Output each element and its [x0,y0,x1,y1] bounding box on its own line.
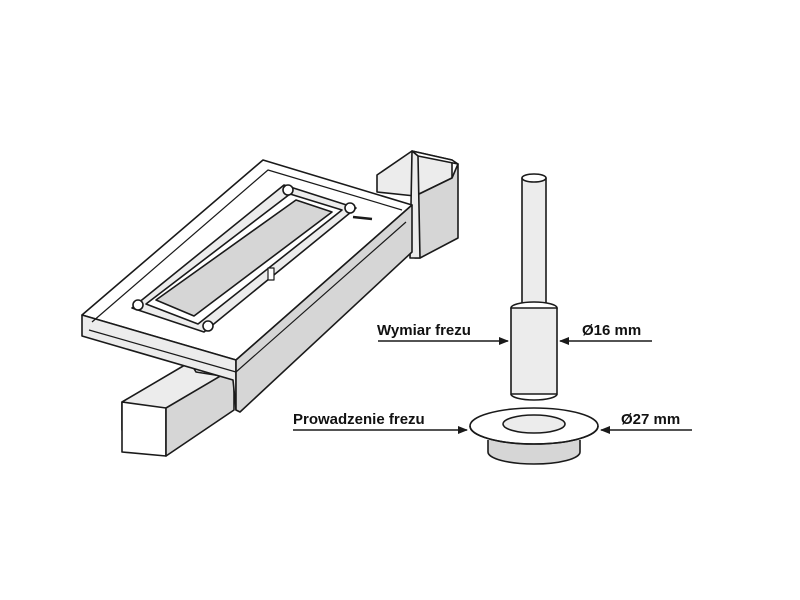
guide-diameter-label: Ø27 mm [621,411,680,428]
cutter-diameter-label: Ø16 mm [582,322,641,339]
template-opening [131,184,373,333]
cutter-guide-label: Prowadzenie frezu [293,411,425,428]
cutter-size-label: Wymiar frezu [377,322,471,339]
router-bit [510,173,558,401]
guide-bushing [469,407,599,465]
rail-back [376,150,459,259]
